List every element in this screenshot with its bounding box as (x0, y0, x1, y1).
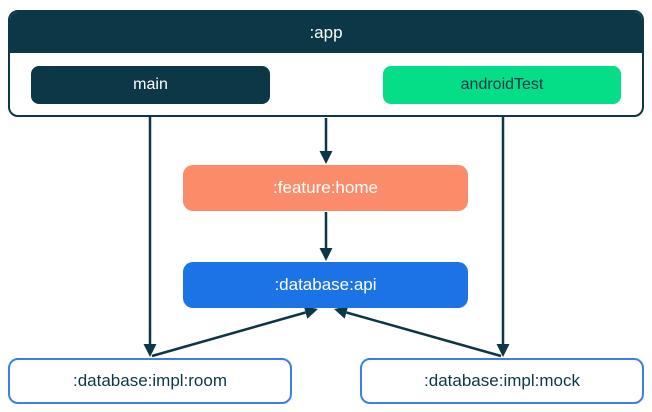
node-database-impl-room: :database:impl:room (8, 358, 292, 404)
edge-impl-room-to-database-api (151, 306, 319, 358)
node-androidtest-source-set: androidTest (383, 66, 621, 104)
feature-home-label-text: :feature:home (273, 178, 378, 197)
node-feature-home: :feature:home (183, 165, 468, 211)
androidtest-label-text: androidTest (460, 76, 544, 93)
node-database-impl-mock: :database:impl:mock (360, 358, 644, 404)
node-app-label: :app (10, 12, 642, 53)
database-impl-mock-label-text: :database:impl:mock (424, 371, 580, 390)
edge-impl-mock-to-database-api (333, 306, 502, 358)
node-database-api: :database:api (183, 262, 468, 308)
database-api-label-text: :database:api (274, 275, 377, 294)
node-main-source-set: main (31, 66, 270, 104)
database-impl-room-label-text: :database:impl:room (72, 371, 228, 390)
node-app: :app main androidTest (8, 10, 644, 117)
app-label-text: :app (309, 22, 343, 42)
main-label-text: main (133, 76, 168, 93)
